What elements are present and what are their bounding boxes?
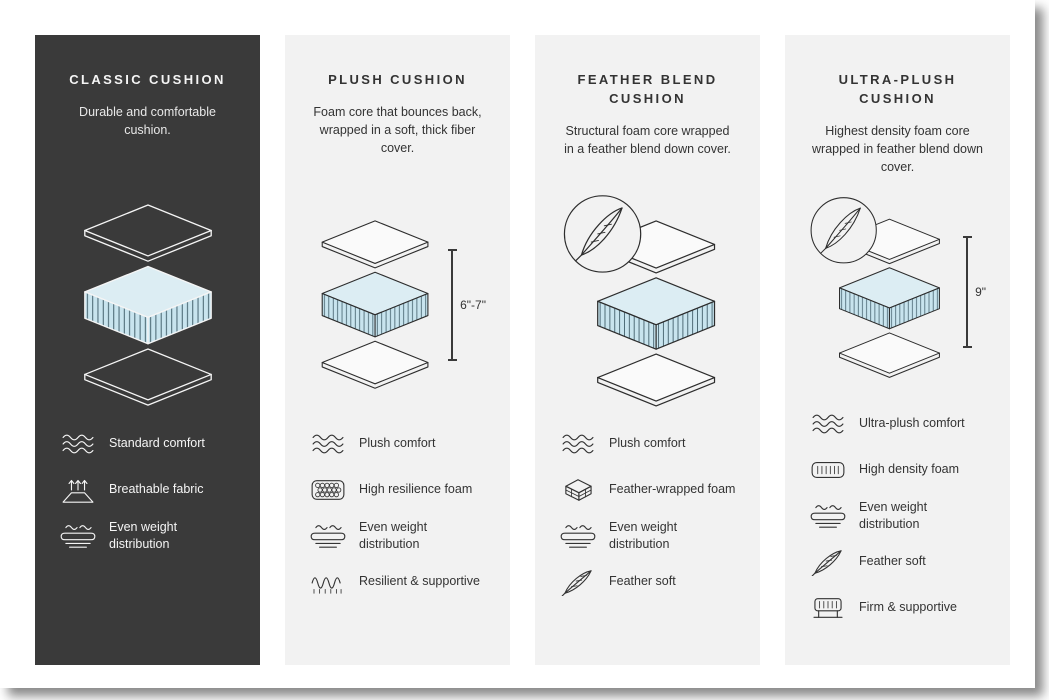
layered-cushion-with-feather-icon: [810, 197, 940, 379]
card-description: Structural foam core wrapped in a feathe…: [564, 123, 731, 156]
layered-cushion-icon: [321, 220, 429, 390]
feature-label: Even weight distribution: [609, 520, 678, 551]
breathable-icon: [59, 476, 97, 504]
card-title: PLUSH CUSHION: [328, 72, 467, 87]
card-feather-blend-cushion: FEATHER BLEND CUSHION Structural foam co…: [535, 35, 760, 665]
card-classic-cushion: CLASSIC CUSHION Durable and comfortable …: [35, 35, 260, 665]
feature-list: Standard comfort Breathable fabric Even …: [59, 427, 236, 565]
dimension-line: [447, 249, 457, 361]
feature-row: Plush comfort: [309, 427, 486, 460]
feature-row: Even weight distribution: [559, 519, 736, 552]
feature-label: Standard comfort: [109, 436, 205, 451]
feature-row: Breathable fabric: [59, 473, 236, 506]
dimension-label: 9": [975, 284, 986, 299]
even-weight-icon: [309, 522, 347, 550]
feature-label: Feather soft: [609, 574, 676, 589]
feather-badge-icon: [810, 197, 877, 264]
height-dimension: 9": [962, 235, 986, 348]
feather-icon: [809, 548, 847, 576]
feature-row: High density foam: [809, 453, 986, 486]
feature-row: Resilient & supportive: [309, 565, 486, 598]
feature-label: Breathable fabric: [109, 482, 204, 497]
feature-row: High resilience foam: [309, 473, 486, 506]
feature-label: Even weight distribution: [109, 520, 178, 551]
card-header: ULTRA-PLUSH CUSHION Highest density foam…: [809, 71, 986, 182]
card-title: ULTRA-PLUSH CUSHION: [838, 72, 957, 106]
feature-label: Resilient & supportive: [359, 574, 480, 589]
density-lines-icon: [809, 456, 847, 484]
feature-label: Even weight distribution: [859, 500, 928, 531]
waves-icon: [59, 430, 97, 458]
feature-row: Even weight distribution: [809, 499, 986, 532]
feature-list: Plush comfort Feather-wrapped foam Even …: [559, 427, 736, 611]
cushion-illustration: [559, 189, 736, 421]
spring-icon: [309, 568, 347, 596]
card-description: Highest density foam core wrapped in fea…: [812, 123, 983, 174]
feature-row: Even weight distribution: [309, 519, 486, 552]
feature-label: Even weight distribution: [359, 520, 428, 551]
card-ultra-plush-cushion: ULTRA-PLUSH CUSHION Highest density foam…: [785, 35, 1010, 665]
feature-row: Feather soft: [559, 565, 736, 598]
feather-icon: [559, 568, 597, 596]
feature-label: Ultra-plush comfort: [859, 416, 965, 431]
feature-label: Plush comfort: [609, 436, 686, 451]
infographic-sheet: CLASSIC CUSHION Durable and comfortable …: [35, 35, 1010, 665]
waves-icon: [559, 430, 597, 458]
waves-icon: [309, 430, 347, 458]
layered-cushion-with-feather-icon: [563, 194, 715, 407]
card-header: CLASSIC CUSHION Durable and comfortable …: [59, 71, 236, 189]
feature-row: Plush comfort: [559, 427, 736, 460]
dimension-label: 6"-7": [460, 298, 486, 312]
feature-label: High density foam: [859, 462, 960, 477]
feature-list: Ultra-plush comfort High density foam Ev…: [809, 407, 986, 637]
card-title: FEATHER BLEND CUSHION: [577, 72, 718, 106]
cushion-illustration: 9": [809, 182, 986, 401]
cushion-illustration: 6"-7": [309, 189, 486, 421]
even-weight-icon: [59, 522, 97, 550]
even-weight-icon: [809, 502, 847, 530]
waves-icon: [809, 410, 847, 438]
cushion-illustration: [59, 189, 236, 421]
dimension-line: [962, 235, 972, 348]
mattress-icon: [809, 594, 847, 622]
feature-label: Feather-wrapped foam: [609, 482, 736, 497]
foam-bubbles-icon: [309, 476, 347, 504]
feature-label: Firm & supportive: [859, 600, 957, 615]
feature-row: Ultra-plush comfort: [809, 407, 986, 440]
card-description: Foam core that bounces back, wrapped in …: [313, 104, 482, 156]
height-dimension: 6"-7": [447, 249, 486, 361]
feature-row: Feather soft: [809, 545, 986, 578]
card-plush-cushion: PLUSH CUSHION Foam core that bounces bac…: [285, 35, 510, 665]
feature-label: Feather soft: [859, 554, 926, 569]
card-header: PLUSH CUSHION Foam core that bounces bac…: [309, 71, 486, 189]
feature-row: Feather-wrapped foam: [559, 473, 736, 506]
feather-badge-icon: [563, 194, 641, 273]
layered-cushion-icon: [83, 204, 212, 406]
even-weight-icon: [559, 522, 597, 550]
feature-row: Even weight distribution: [59, 519, 236, 552]
card-header: FEATHER BLEND CUSHION Structural foam co…: [559, 71, 736, 189]
feature-row: Firm & supportive: [809, 591, 986, 624]
card-description: Durable and comfortable cushion.: [79, 104, 216, 137]
feature-label: High resilience foam: [359, 482, 473, 497]
card-title: CLASSIC CUSHION: [69, 72, 226, 87]
feature-row: Standard comfort: [59, 427, 236, 460]
bricks-icon: [559, 476, 597, 504]
feature-label: Plush comfort: [359, 436, 436, 451]
feature-list: Plush comfort High resilience foam Even …: [309, 427, 486, 611]
